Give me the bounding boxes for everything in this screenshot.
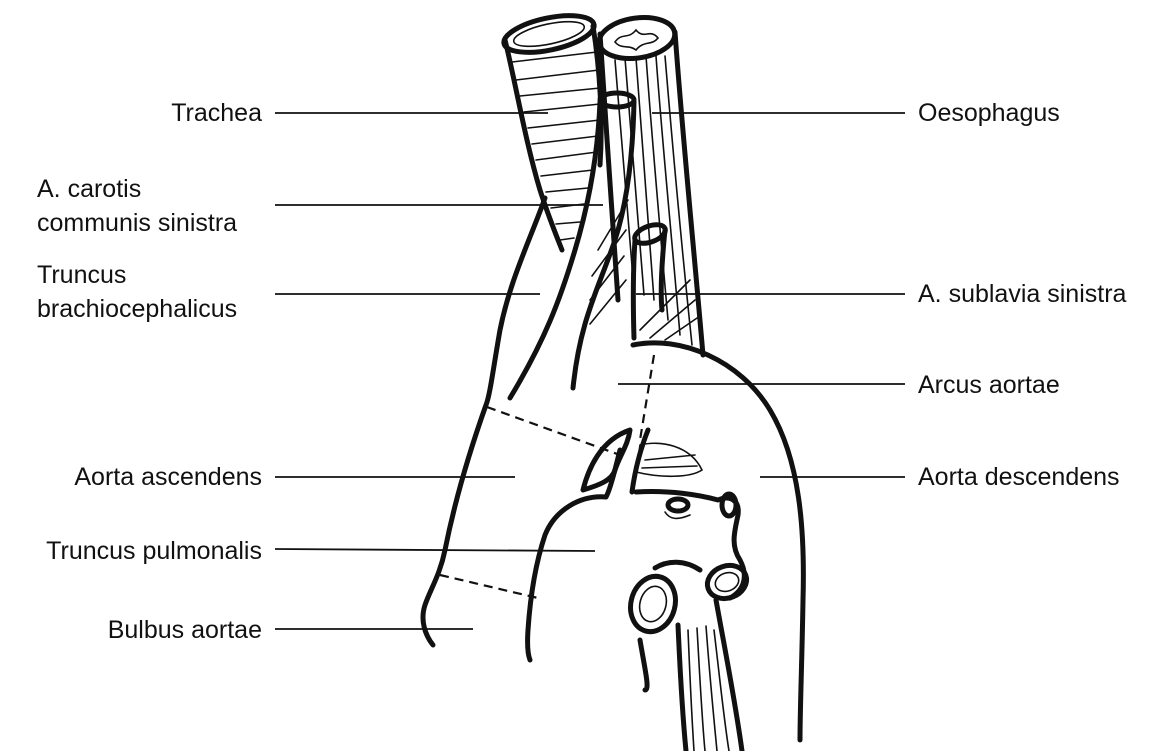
- label-subclavia: A. sublavia sinistra: [918, 277, 1126, 311]
- oesophagus-shape: [597, 13, 703, 355]
- label-aorta-descendens: Aorta descendens: [918, 460, 1120, 494]
- label-carotis-line1: A. carotis: [37, 172, 141, 206]
- label-trachea: Trachea: [130, 96, 262, 130]
- aorta-ascendens-shape: [423, 198, 620, 645]
- label-carotis-line2: communis sinistra: [37, 206, 237, 240]
- label-bulbus-aortae: Bulbus aortae: [60, 613, 262, 647]
- label-truncus-bc-line2: brachiocephalicus: [37, 292, 237, 326]
- label-truncus-bc-line1: Truncus: [37, 258, 126, 292]
- lower-vessels-shape: [625, 560, 752, 751]
- label-arcus-aortae: Arcus aortae: [918, 368, 1060, 402]
- arcus-aortae-shape: [633, 343, 803, 740]
- label-oesophagus: Oesophagus: [918, 96, 1060, 130]
- label-truncus-pulmonalis: Truncus pulmonalis: [0, 534, 262, 568]
- label-aorta-ascendens: Aorta ascendens: [20, 460, 262, 494]
- leader-truncus-pulmonalis: [275, 549, 595, 551]
